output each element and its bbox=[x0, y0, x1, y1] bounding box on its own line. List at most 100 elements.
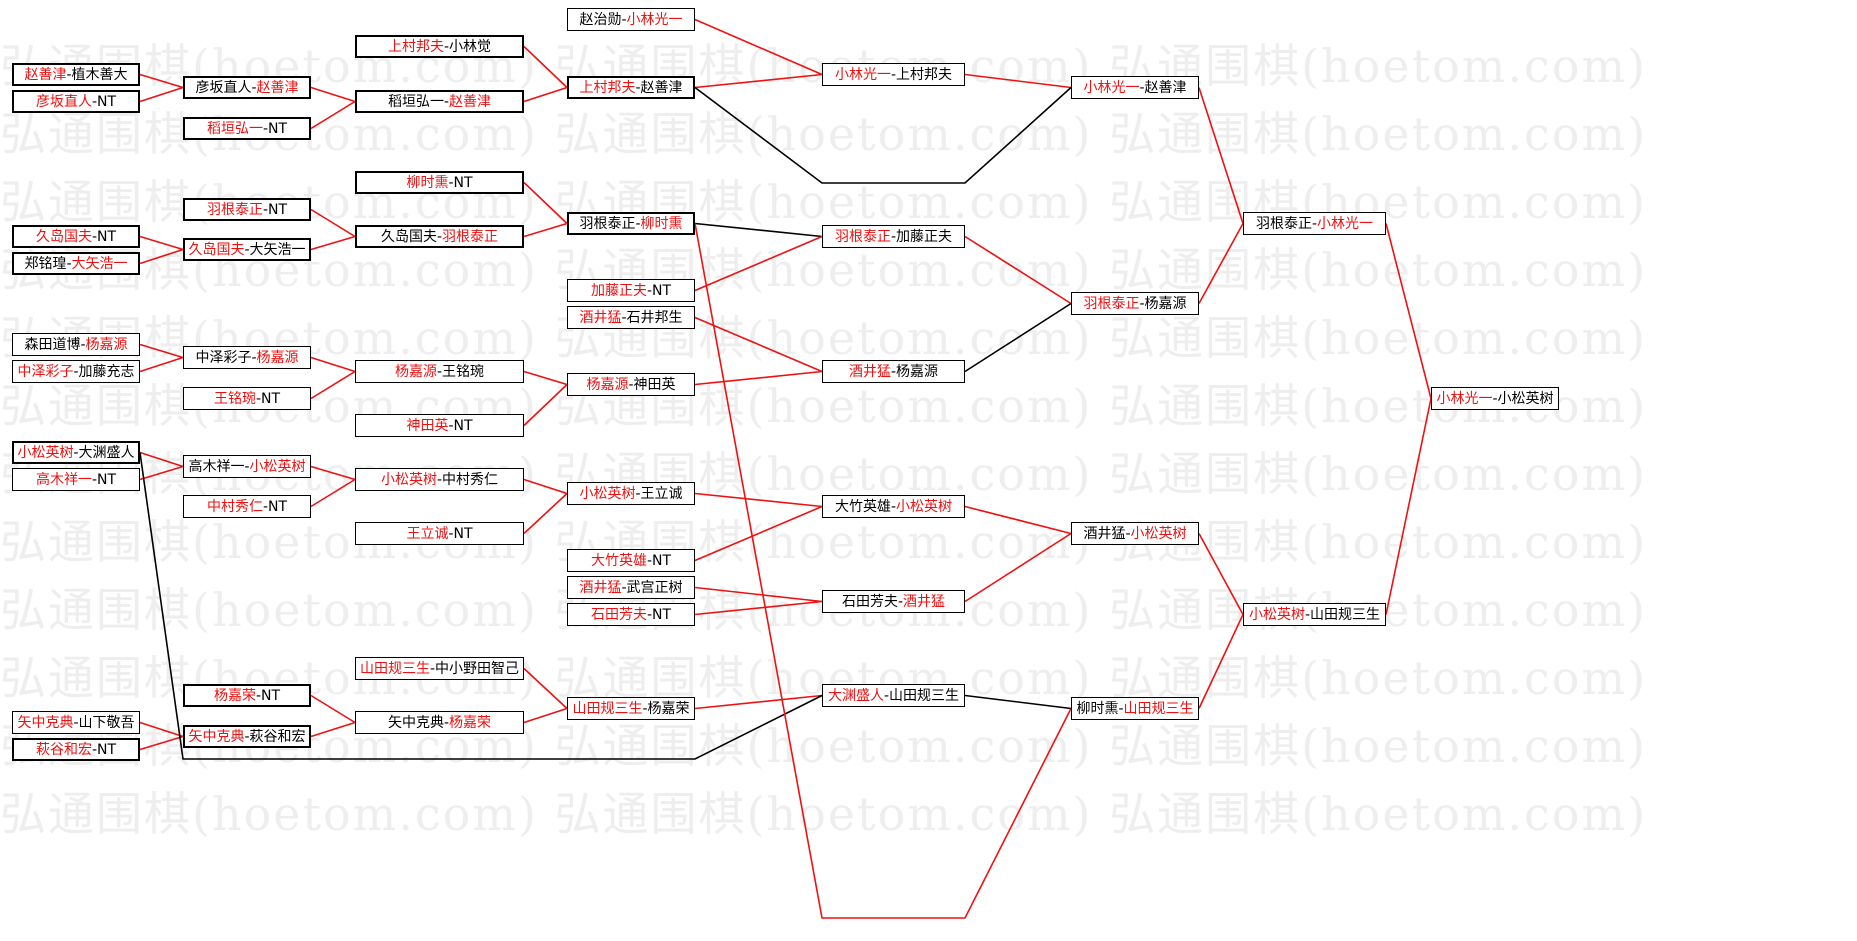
player-left: 小松英树 bbox=[380, 472, 437, 488]
match-box: 小松英树-大渊盛人 bbox=[12, 441, 140, 464]
player-left: 小松英树 bbox=[17, 445, 74, 461]
player-right: 山田规三生 bbox=[1310, 607, 1381, 623]
match-box: 杨嘉源-神田英 bbox=[567, 373, 695, 396]
player-right: 小松英树 bbox=[1497, 391, 1554, 407]
separator: - bbox=[91, 472, 98, 488]
separator: - bbox=[80, 337, 86, 353]
match-box: 稻垣弘一-NT bbox=[183, 117, 311, 140]
player-right: 大矢浩一 bbox=[249, 242, 306, 258]
connector-line bbox=[964, 235, 1072, 305]
separator: - bbox=[244, 459, 250, 475]
player-left: 高木祥一 bbox=[35, 472, 92, 488]
player-right: 石井邦生 bbox=[626, 310, 683, 326]
player-right: 上村邦夫 bbox=[896, 67, 953, 83]
match-box: 高木祥一-小松英树 bbox=[183, 455, 311, 478]
player-right: 中小野田智己 bbox=[435, 661, 520, 677]
connector-line bbox=[310, 478, 356, 508]
separator: - bbox=[646, 553, 653, 569]
separator: - bbox=[73, 364, 79, 380]
separator: - bbox=[73, 445, 79, 461]
separator: - bbox=[443, 39, 450, 55]
player-right: 杨嘉源 bbox=[1144, 296, 1187, 312]
connector-line bbox=[139, 735, 184, 751]
match-box: 小林光一-赵善津 bbox=[1071, 76, 1199, 99]
separator: - bbox=[646, 283, 653, 299]
player-left: 酒井猛 bbox=[579, 310, 622, 326]
player-right: 赵善津 bbox=[449, 94, 492, 110]
player-right: NT bbox=[261, 391, 281, 407]
player-left: 矢中克典 bbox=[17, 715, 74, 731]
player-right: 小松英树 bbox=[1130, 526, 1187, 542]
player-left: 小林光一 bbox=[1083, 80, 1140, 96]
connector-line bbox=[310, 100, 356, 130]
player-right: 加藤正夫 bbox=[896, 229, 953, 245]
player-right: 杨嘉源 bbox=[256, 350, 299, 366]
bye-connector bbox=[139, 452, 823, 760]
player-right: 小松英树 bbox=[249, 459, 306, 475]
match-box: 杨嘉源-王铭琬 bbox=[355, 360, 524, 383]
player-right: 杨嘉源 bbox=[85, 337, 128, 353]
match-box: 郑铭瑝-大矢浩一 bbox=[12, 252, 140, 275]
match-box: 小松英树-王立诚 bbox=[567, 482, 695, 505]
connector-line bbox=[964, 694, 1072, 710]
separator: - bbox=[443, 94, 450, 110]
player-right: 山田规三生 bbox=[889, 688, 960, 704]
match-box: 赵治勋-小林光一 bbox=[567, 8, 695, 31]
match-box: 矢中克典-山下敬吾 bbox=[12, 711, 140, 734]
match-box: 羽根泰正-加藤正夫 bbox=[822, 225, 965, 248]
player-right: 羽根泰正 bbox=[442, 229, 499, 245]
connector-line bbox=[523, 181, 568, 225]
player-right: 赵善津 bbox=[256, 80, 299, 96]
player-left: 矢中克典 bbox=[387, 715, 444, 731]
separator: - bbox=[448, 418, 454, 434]
player-right: NT bbox=[97, 229, 117, 245]
connector-line bbox=[310, 356, 356, 373]
connector-line bbox=[139, 451, 184, 468]
match-box: 彦坂直人-赵善津 bbox=[183, 76, 311, 99]
connector-line bbox=[694, 370, 823, 386]
player-right: NT bbox=[652, 283, 672, 299]
player-left: 小松英树 bbox=[579, 486, 636, 502]
player-right: NT bbox=[453, 175, 473, 191]
connector-line bbox=[523, 492, 568, 535]
match-box: 石田芳夫-NT bbox=[567, 603, 695, 626]
player-right: NT bbox=[97, 472, 117, 488]
connector-line bbox=[694, 235, 823, 292]
match-box: 小松英树-中村秀仁 bbox=[355, 468, 524, 491]
match-box: 杨嘉荣-NT bbox=[183, 684, 311, 707]
separator: - bbox=[1139, 296, 1145, 312]
match-box: 上村邦夫-赵善津 bbox=[567, 76, 695, 99]
connector-line bbox=[139, 465, 184, 481]
player-right: 杨嘉荣 bbox=[449, 715, 492, 731]
separator: - bbox=[244, 729, 250, 745]
connector-line bbox=[523, 667, 568, 710]
player-left: 酒井猛 bbox=[848, 364, 891, 380]
match-box: 久岛国夫-大矢浩一 bbox=[183, 238, 311, 261]
player-left: 山田规三生 bbox=[359, 661, 430, 677]
player-left: 杨嘉源 bbox=[394, 364, 437, 380]
player-left: 稻垣弘一 bbox=[206, 121, 263, 137]
player-left: 彦坂直人 bbox=[35, 94, 92, 110]
separator: - bbox=[436, 472, 443, 488]
connector-line bbox=[523, 86, 568, 103]
separator: - bbox=[66, 256, 72, 272]
separator: - bbox=[621, 310, 627, 326]
player-right: NT bbox=[652, 553, 672, 569]
player-right: 山田规三生 bbox=[1123, 701, 1194, 717]
match-box: 森田道博-杨嘉源 bbox=[12, 333, 140, 356]
player-left: 王铭琬 bbox=[213, 391, 256, 407]
separator: - bbox=[635, 80, 641, 96]
player-right: 萩谷和宏 bbox=[249, 729, 306, 745]
match-box: 小林光一-上村邦夫 bbox=[822, 63, 965, 86]
connector-line bbox=[694, 18, 823, 76]
separator: - bbox=[890, 67, 897, 83]
separator: - bbox=[897, 594, 904, 610]
player-right: 神田英 bbox=[633, 377, 676, 393]
bye-connector bbox=[694, 223, 1072, 919]
player-left: 中泽彩子 bbox=[17, 364, 74, 380]
player-right: NT bbox=[652, 607, 672, 623]
player-left: 羽根泰正 bbox=[1255, 216, 1312, 232]
player-right: NT bbox=[268, 121, 288, 137]
player-left: 矢中克典 bbox=[188, 729, 245, 745]
